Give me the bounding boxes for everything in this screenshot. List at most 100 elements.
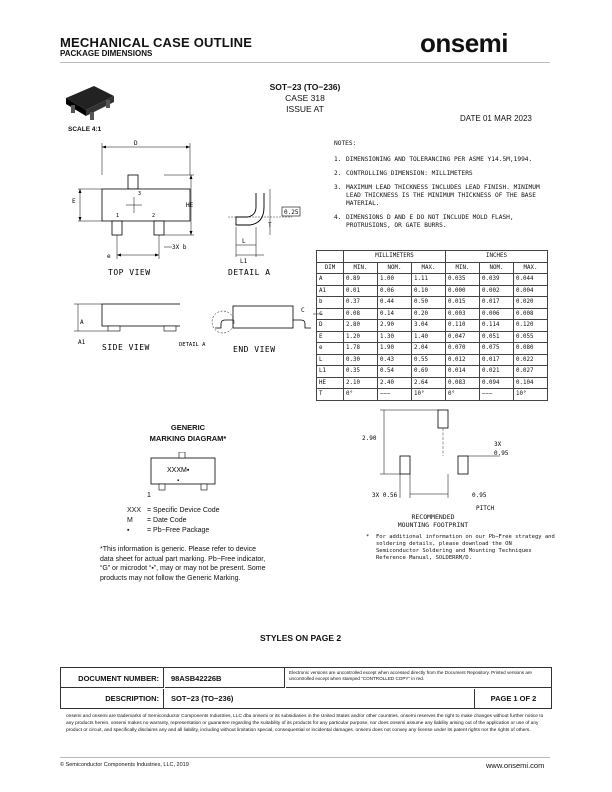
table-cell: 0.08 bbox=[343, 307, 378, 320]
styles-note: STYLES ON PAGE 2 bbox=[260, 633, 342, 643]
table-cell: L1 bbox=[316, 365, 344, 378]
table-cell: 0.37 bbox=[343, 296, 378, 309]
note-item: 4.DIMENSIONS D AND E DO NOT INCLUDE MOLD… bbox=[334, 214, 514, 229]
top-view-label: TOP VIEW bbox=[108, 268, 151, 277]
marking-code: XXXM▪ bbox=[167, 467, 190, 474]
description-label: DESCRIPTION: bbox=[61, 689, 164, 708]
package-issue: ISSUE AT bbox=[286, 104, 324, 114]
detail-a-label: DETAIL A bbox=[228, 268, 271, 277]
top-view-drawing: D 3 1 2 E HE e 3X b TOP VIEW bbox=[72, 140, 194, 277]
footprint-title-line1: RECOMMENDED bbox=[411, 513, 455, 521]
website-link[interactable]: www.onsemi.com bbox=[486, 761, 545, 770]
table-cell: −−− bbox=[479, 388, 514, 401]
document-date: DATE 01 MAR 2023 bbox=[460, 114, 532, 123]
dim-e-pitch-label: e bbox=[107, 253, 111, 260]
table-cell: 0.44 bbox=[377, 296, 412, 309]
bullet-icon: * bbox=[366, 534, 370, 540]
pin-2-label: 2 bbox=[152, 213, 155, 219]
doc-number: 98ASB42226B bbox=[165, 668, 285, 688]
page-indicator: PAGE 1 OF 2 bbox=[490, 694, 537, 703]
footprint-dim-095-bottom: 0.95 bbox=[472, 492, 487, 499]
column-header: NOM. bbox=[377, 261, 412, 274]
column-header: MAX. bbox=[411, 261, 446, 274]
table-cell: 0.044 bbox=[513, 273, 548, 286]
side-view-drawing: A A1 SIDE VIEW bbox=[74, 303, 180, 352]
package-3d-icon bbox=[66, 86, 114, 120]
notes-heading: NOTES: bbox=[334, 140, 357, 147]
table-cell: 0.003 bbox=[445, 307, 480, 320]
table-cell: 0.083 bbox=[445, 376, 480, 389]
detail-a-ref-label: DETAIL A bbox=[179, 342, 206, 348]
page-subtitle: PACKAGE DIMENSIONS bbox=[60, 49, 153, 58]
table-cell: 1.20 bbox=[343, 330, 378, 343]
table-cell: 0.039 bbox=[479, 273, 514, 286]
dim-c-label: C bbox=[301, 307, 305, 314]
footprint-dim-290: 2.90 bbox=[362, 435, 377, 442]
table-cell: 0.55 bbox=[411, 353, 446, 366]
table-cell: 0.080 bbox=[513, 342, 548, 355]
table-cell: 0.075 bbox=[479, 342, 514, 355]
marking-legend: XXX= Specific Device Code M= Date Code ▪… bbox=[127, 506, 220, 536]
legend-row: ▪= Pb−Free Package bbox=[127, 527, 210, 534]
table-cell: 0.017 bbox=[479, 353, 514, 366]
table-cell: 0.020 bbox=[513, 296, 548, 309]
table-cell: 1.78 bbox=[343, 342, 378, 355]
table-cell: 0.43 bbox=[377, 353, 412, 366]
dim-a1-label: A1 bbox=[78, 339, 86, 346]
dim-l1-label: L1 bbox=[240, 258, 248, 265]
table-cell: c bbox=[316, 307, 344, 320]
package-case: CASE 318 bbox=[285, 93, 325, 103]
table-cell: 2.80 bbox=[343, 319, 378, 332]
table-cell: HE bbox=[316, 376, 344, 389]
table-cell: 0.094 bbox=[479, 376, 514, 389]
table-cell: 0.021 bbox=[479, 365, 514, 378]
table-cell: 0.54 bbox=[377, 365, 412, 378]
table-cell: 0.002 bbox=[479, 284, 514, 297]
footprint-title: RECOMMENDED MOUNTING FOOTPRINT bbox=[368, 513, 498, 529]
table-cell: 0.012 bbox=[445, 353, 480, 366]
table-cell: 0.104 bbox=[513, 376, 548, 389]
notes-section: NOTES: 1.DIMENSIONING AND TOLERANCING PE… bbox=[334, 140, 554, 236]
table-cell: E bbox=[316, 330, 344, 343]
column-header: NOM. bbox=[479, 261, 514, 274]
table-cell: 0° bbox=[445, 388, 480, 401]
table-cell: −−− bbox=[377, 388, 412, 401]
table-cell: 0.027 bbox=[513, 365, 548, 378]
table-group-header: MILLIMETERS INCHES bbox=[316, 250, 548, 263]
table-cell: 2.90 bbox=[377, 319, 412, 332]
legend-row: XXX= Specific Device Code bbox=[127, 507, 220, 514]
table-cell: 2.10 bbox=[343, 376, 378, 389]
table-cell: 10° bbox=[411, 388, 446, 401]
scale-label: SCALE 4:1 bbox=[68, 126, 102, 133]
table-cell: 0.055 bbox=[513, 330, 548, 343]
table-cell: 0.110 bbox=[445, 319, 480, 332]
table-cell: L bbox=[316, 353, 344, 366]
dim-a-label: A bbox=[80, 319, 84, 326]
dim-d-label: D bbox=[134, 140, 138, 147]
note-item: 1.DIMENSIONING AND TOLERANCING PER ASME … bbox=[334, 156, 533, 163]
inch-group-header: INCHES bbox=[445, 250, 548, 263]
table-cell: 0.14 bbox=[377, 307, 412, 320]
table-cell: 0.69 bbox=[411, 365, 446, 378]
table-cell: 0.89 bbox=[343, 273, 378, 286]
dim-l-label: L bbox=[242, 238, 246, 245]
table-cell: 0.008 bbox=[513, 307, 548, 320]
table-cell: 0.35 bbox=[343, 365, 378, 378]
table-cell: 0.01 bbox=[343, 284, 378, 297]
table-cell: b bbox=[316, 296, 344, 309]
table-cell: 0.035 bbox=[445, 273, 480, 286]
table-cell: 1.90 bbox=[377, 342, 412, 355]
table-cell: e bbox=[316, 342, 344, 355]
pin-1-label: 1 bbox=[116, 213, 119, 219]
electronic-version-note: Electronic versions are uncontrolled exc… bbox=[286, 668, 551, 688]
